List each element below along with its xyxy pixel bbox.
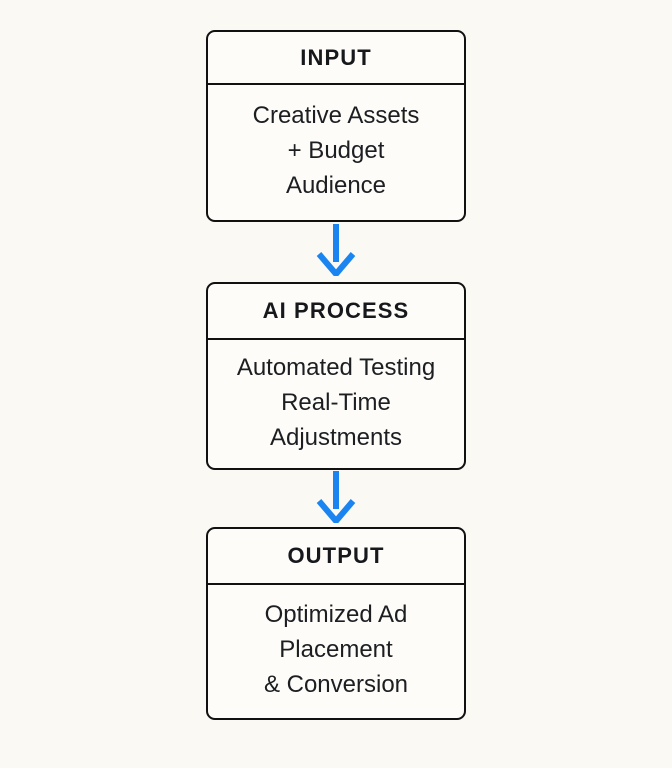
flow-node-input-body: Creative Assets + Budget Audience bbox=[208, 85, 464, 220]
arrow-down-icon bbox=[316, 224, 356, 279]
flow-node-ai-process-header: AI PROCESS bbox=[208, 284, 464, 340]
arrow-down-icon bbox=[316, 471, 356, 526]
flow-node-input-header: INPUT bbox=[208, 32, 464, 85]
flow-node-ai-process-body: Automated Testing Real-Time Adjustments bbox=[208, 340, 464, 468]
flow-node-input-line-1: Creative Assets bbox=[252, 102, 420, 129]
flow-node-output-line-1: Optimized Ad bbox=[264, 601, 408, 628]
flow-node-input[interactable]: INPUT Creative Assets + Budget Audience bbox=[206, 30, 466, 222]
flow-node-ai-process-line-2: Real-Time bbox=[281, 388, 391, 416]
flow-node-output-header: OUTPUT bbox=[208, 529, 464, 585]
flow-node-ai-process-line-1: Automated Testing bbox=[236, 353, 436, 381]
flow-node-output-line-2: Placement bbox=[279, 636, 393, 663]
arrow-down-icon-process-to-output bbox=[311, 471, 361, 526]
arrow-down-icon-input-to-process bbox=[311, 224, 361, 279]
flow-node-output-body: Optimized Ad Placement & Conversion bbox=[208, 585, 464, 718]
flow-node-input-line-2: + Budget bbox=[287, 137, 385, 164]
flow-node-output[interactable]: OUTPUT Optimized Ad Placement & Conversi… bbox=[206, 527, 466, 720]
flow-node-output-line-3: & Conversion bbox=[263, 671, 409, 698]
flow-node-ai-process-line-3: Adjustments bbox=[269, 423, 403, 451]
flow-node-ai-process[interactable]: AI PROCESS Automated Testing Real-Time A… bbox=[206, 282, 466, 470]
flow-node-input-line-3: Audience bbox=[285, 172, 387, 199]
